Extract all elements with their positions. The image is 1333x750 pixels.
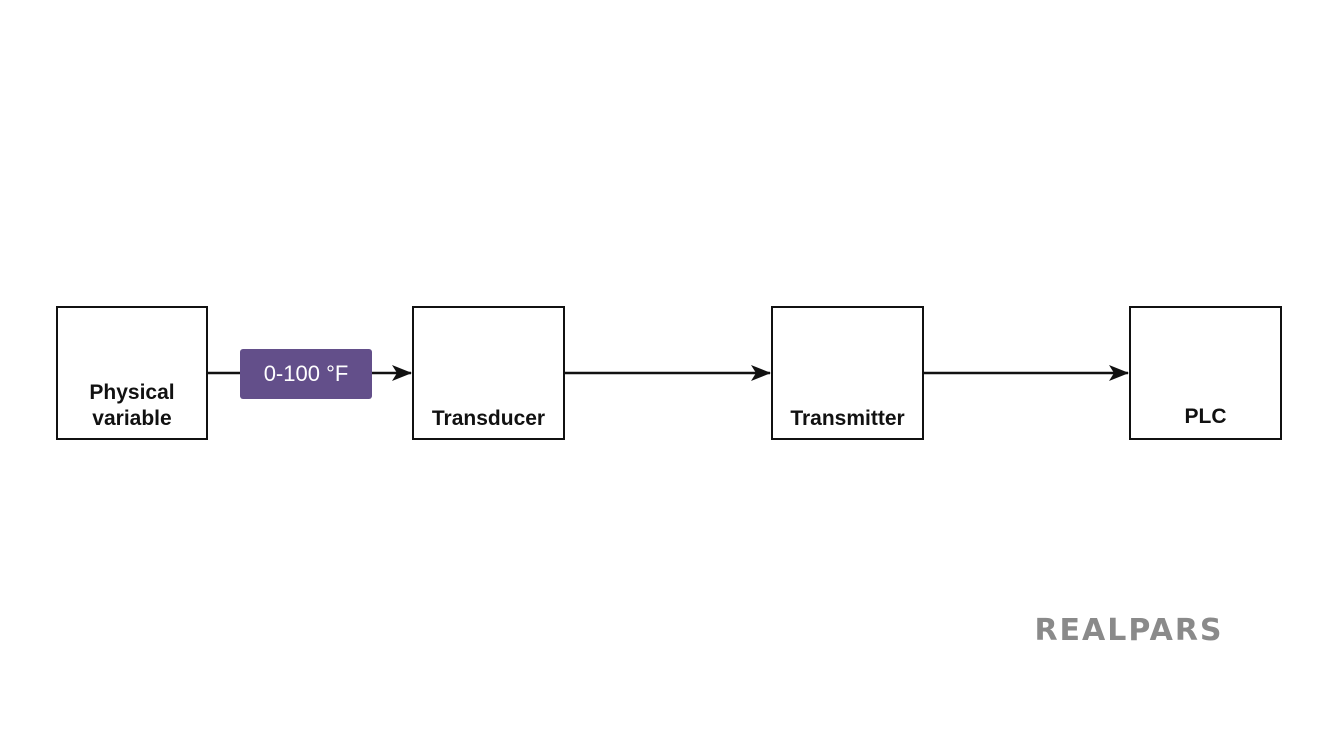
realpars-logo: REALPARS: [1034, 612, 1224, 648]
block-label: Transducer: [431, 407, 546, 430]
block-label-line2: variable: [92, 407, 172, 430]
block-label: Transmitter: [790, 407, 905, 430]
block-transducer: Transducer: [412, 306, 565, 440]
block-transmitter: Transmitter: [771, 306, 924, 440]
block-label: Physical variable: [89, 380, 174, 432]
block-physical-variable: Physical variable: [56, 306, 208, 440]
block-label-line1: Physical: [89, 381, 175, 404]
signal-range-badge: 0-100 °F: [240, 349, 372, 399]
block-plc: PLC: [1129, 306, 1282, 440]
block-label: PLC: [1184, 405, 1227, 428]
